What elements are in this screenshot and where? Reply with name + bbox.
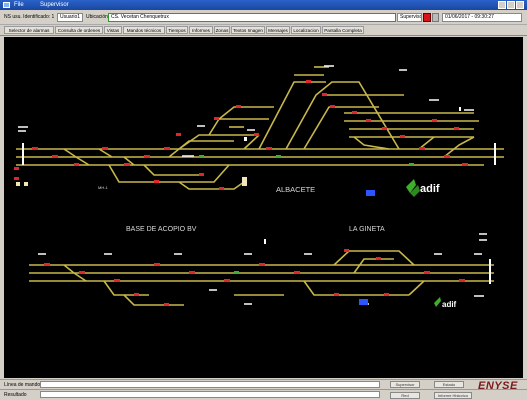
alarm-indicator-icon[interactable]	[423, 13, 431, 22]
signal-code-label: MH-1	[98, 185, 109, 190]
station-albacete: ALBACETE	[276, 185, 315, 194]
menu-localizacion[interactable]: Localizacion	[291, 26, 321, 34]
user-field[interactable]: Usuario1	[57, 13, 83, 22]
app-icon	[3, 2, 10, 8]
station-base-acopio: BASE DE ACOPIO BV	[126, 226, 197, 233]
adif-wordmark-small: adif	[442, 300, 457, 309]
adif-logo-small: adif	[434, 297, 457, 309]
menu-bar: Selector de alarmas Consulta de ordenes …	[0, 25, 527, 36]
date-time-field: 01/06/2017 - 09:30:27	[442, 13, 522, 22]
command-line-input[interactable]	[40, 381, 380, 388]
title-bar: File Supervisor	[0, 0, 527, 10]
result-bar: Resultado Red Informe Historico	[0, 389, 527, 400]
close-icon[interactable]	[516, 1, 524, 9]
green-signals	[199, 155, 414, 274]
menu-mensajes[interactable]: Mensajes	[266, 26, 290, 34]
enyse-logo: ENYSE	[478, 380, 518, 392]
location-label: Ubicación	[86, 14, 108, 20]
menu-zonas[interactable]: Zonas	[214, 26, 230, 34]
adif-wordmark: adif	[420, 183, 440, 195]
blue-indicator	[366, 190, 375, 196]
track-diagram[interactable]: ALBACETE BASE DE ACOPIO BV LA GINETA MH-…	[4, 37, 523, 378]
alarm-mute-icon[interactable]	[432, 13, 439, 22]
adif-logo: adif	[406, 179, 440, 197]
top-toolbar: NS usu. Identificado: 1 Usuario1 Ubicaci…	[0, 10, 527, 25]
menu-tiempos[interactable]: Tiempos	[166, 26, 188, 34]
blue-indicator-lower	[359, 299, 368, 305]
supervisor-status[interactable]: Supervisor	[390, 381, 420, 388]
mode-field[interactable]: Supervisor	[397, 13, 422, 22]
menu-vistas[interactable]: Vistas	[104, 26, 122, 34]
track-diagram-canvas[interactable]: ALBACETE BASE DE ACOPIO BV LA GINETA MH-…	[4, 37, 523, 378]
track-labels	[18, 65, 487, 305]
user-id-label: NS usu. Identificado: 1	[4, 14, 55, 20]
estado-status[interactable]: Estado	[434, 381, 464, 388]
indicator-blocks	[16, 177, 247, 186]
menu-pantalla-completa[interactable]: Pantalla Completa	[322, 26, 364, 34]
command-line-bar: Línea de mandos: Supervisor Estado	[0, 379, 527, 389]
lower-tracks	[29, 250, 494, 306]
window-title: Supervisor	[40, 2, 69, 8]
menu-selector-alarmas[interactable]: Selector de alarmas	[4, 26, 54, 34]
menu-consulta-ordenes[interactable]: Consulta de ordenes	[55, 26, 103, 34]
upper-tracks	[16, 66, 504, 190]
station-la-gineta: LA GINETA	[349, 226, 385, 233]
file-menu[interactable]: File	[14, 2, 24, 8]
red-status[interactable]: Red	[390, 392, 420, 399]
minimize-icon[interactable]	[498, 1, 506, 9]
menu-textos-imagen[interactable]: Textos Imagen	[231, 26, 265, 34]
location-field[interactable]: CS. Vecetan Chenquetrux	[108, 13, 396, 22]
signal-posts	[22, 107, 496, 284]
red-signals	[14, 80, 468, 306]
menu-informes[interactable]: Informes	[189, 26, 213, 34]
maximize-icon[interactable]	[507, 1, 515, 9]
informe-historico-button[interactable]: Informe Historico	[434, 392, 472, 399]
result-field	[40, 391, 380, 398]
result-label: Resultado	[4, 392, 27, 398]
command-line-label: Línea de mandos:	[4, 382, 45, 388]
menu-mandos-tecnicos[interactable]: Mandos técnicos	[123, 26, 165, 34]
